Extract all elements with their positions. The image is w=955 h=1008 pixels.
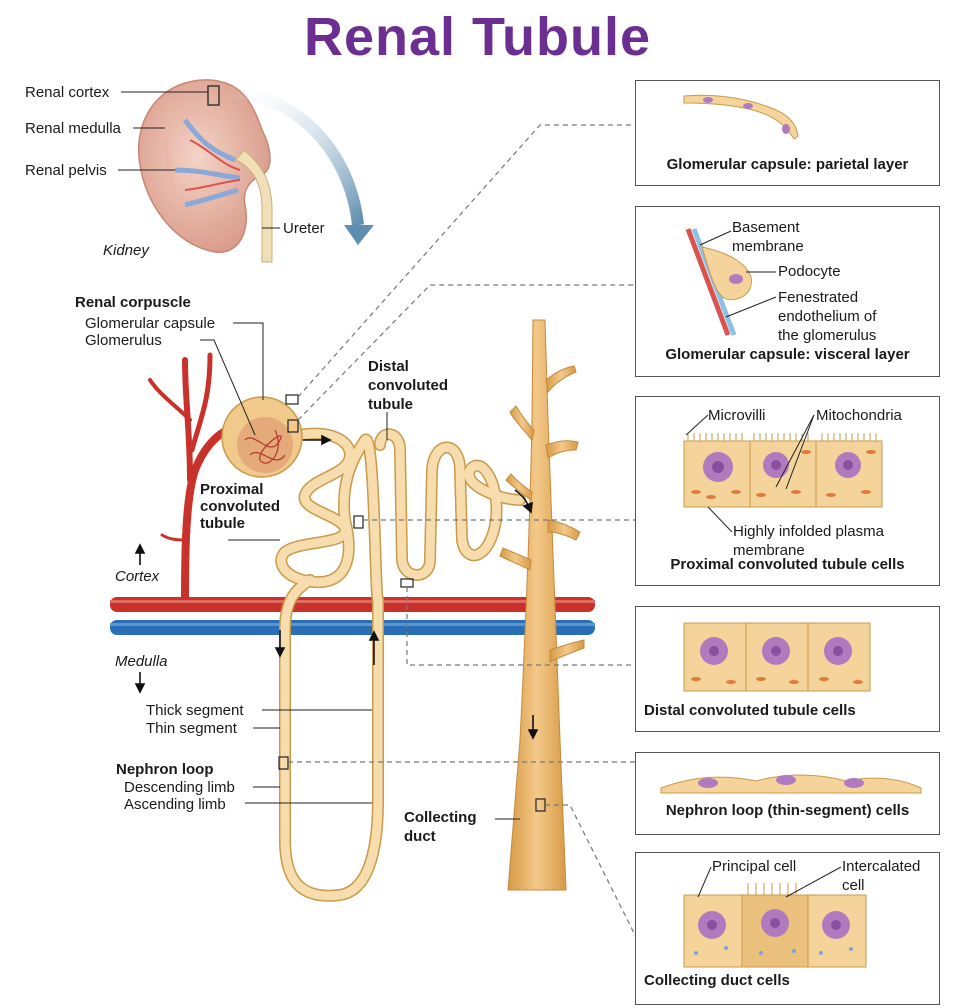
ureter-label: Ureter: [283, 220, 325, 237]
glomerulus-label: Glomerulus: [85, 332, 162, 349]
page-title: Renal Tubule: [303, 7, 652, 67]
artery-vessel: [110, 597, 595, 612]
podocyte-label: Podocyte: [778, 263, 841, 280]
renal-medulla-label: Renal medulla: [25, 120, 121, 137]
collecting-duct-illustration: [499, 319, 585, 891]
thin-segment-caption: Nephron loop (thin-segment) cells: [665, 802, 910, 819]
panel-thin-segment-cells: Nephron loop (thin-segment) cells: [635, 752, 940, 835]
vein-vessel: [110, 620, 595, 635]
distal-cells-illustration: [683, 622, 871, 692]
panel-parietal-layer: Glomerular capsule: parietal layer: [635, 80, 940, 186]
collecting-cells-caption: Collecting duct cells: [644, 972, 790, 989]
parietal-layer-caption: Glomerular capsule: parietal layer: [666, 156, 909, 173]
renal-cortex-label: Renal cortex: [25, 84, 110, 101]
panel-proximal-tubule-cells: Microvilli Mitochondria Highly infolded …: [635, 396, 940, 586]
afferent-vessels: [148, 352, 244, 609]
descending-limb-label: Descending limb: [124, 779, 235, 796]
medulla-region-label: Medulla: [115, 653, 168, 670]
nephron-tubule: [275, 427, 526, 902]
ascending-limb-label: Ascending limb: [124, 796, 226, 813]
thin-segment-label: Thin segment: [146, 720, 237, 737]
renal-corpuscle-illustration: [221, 394, 303, 478]
renal-corpuscle-heading: Renal corpuscle: [75, 294, 191, 311]
microvilli-label: Microvilli: [708, 407, 766, 424]
glomerular-capsule-label: Glomerular capsule: [85, 315, 216, 332]
thick-segment-label: Thick segment: [146, 702, 244, 719]
panel-distal-tubule-cells: Distal convoluted tubule cells: [635, 606, 940, 732]
mitochondria-label: Mitochondria: [816, 407, 902, 424]
distal-cells-caption: Distal convoluted tubule cells: [644, 702, 856, 719]
proximal-cells-caption: Proximal convoluted tubule cells: [670, 556, 905, 573]
nephron-loop-heading: Nephron loop: [116, 761, 214, 778]
renal-pelvis-label: Renal pelvis: [25, 162, 107, 179]
cortex-region-label: Cortex: [115, 568, 160, 585]
parietal-cells-illustration: [683, 94, 799, 140]
kidney-label: Kidney: [103, 242, 149, 259]
collecting-duct-cells-illustration: [683, 866, 867, 968]
principal-cell-label: Principal cell: [712, 858, 797, 875]
visceral-cells-illustration: [685, 228, 777, 336]
thin-segment-cells-illustration: [660, 774, 922, 794]
proximal-cells-illustration: [683, 414, 883, 533]
visceral-layer-caption: Glomerular capsule: visceral layer: [665, 346, 910, 363]
kidney-illustration: [138, 79, 273, 263]
